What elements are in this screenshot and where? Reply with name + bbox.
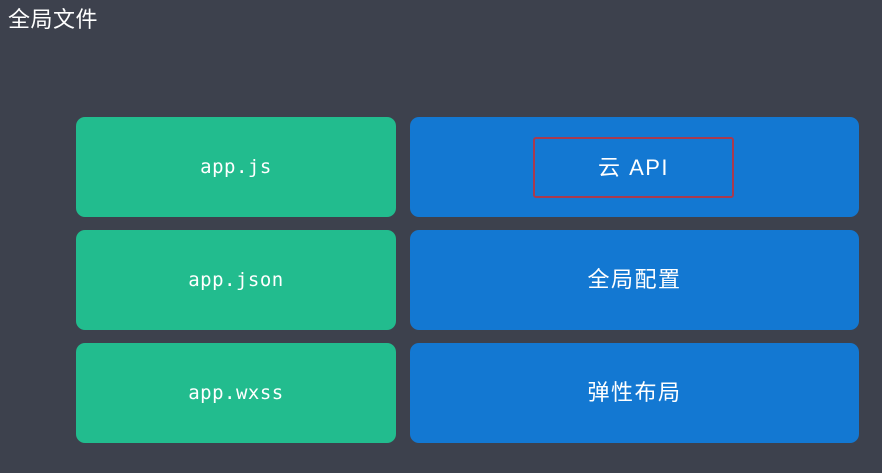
card-app-js-label: app.js bbox=[200, 156, 272, 178]
card-global-config-label: 全局配置 bbox=[587, 267, 682, 292]
file-card-grid: app.js 云 API app.json 全局配置 app.wxss 弹性布局 bbox=[76, 117, 859, 443]
card-app-js[interactable]: app.js bbox=[76, 117, 396, 217]
card-app-wxss-label: app.wxss bbox=[188, 382, 284, 404]
card-flex-layout-label: 弹性布局 bbox=[587, 380, 682, 405]
highlight-box-cloud-api: 云 API bbox=[533, 137, 734, 198]
card-cloud-api-label: 云 API bbox=[597, 154, 670, 180]
card-global-config[interactable]: 全局配置 bbox=[410, 230, 859, 330]
card-app-wxss[interactable]: app.wxss bbox=[76, 343, 396, 443]
card-app-json[interactable]: app.json bbox=[76, 230, 396, 330]
card-flex-layout[interactable]: 弹性布局 bbox=[410, 343, 859, 443]
card-cloud-api[interactable]: 云 API bbox=[410, 117, 859, 217]
page-title: 全局文件 bbox=[8, 7, 99, 32]
card-app-json-label: app.json bbox=[188, 269, 284, 291]
